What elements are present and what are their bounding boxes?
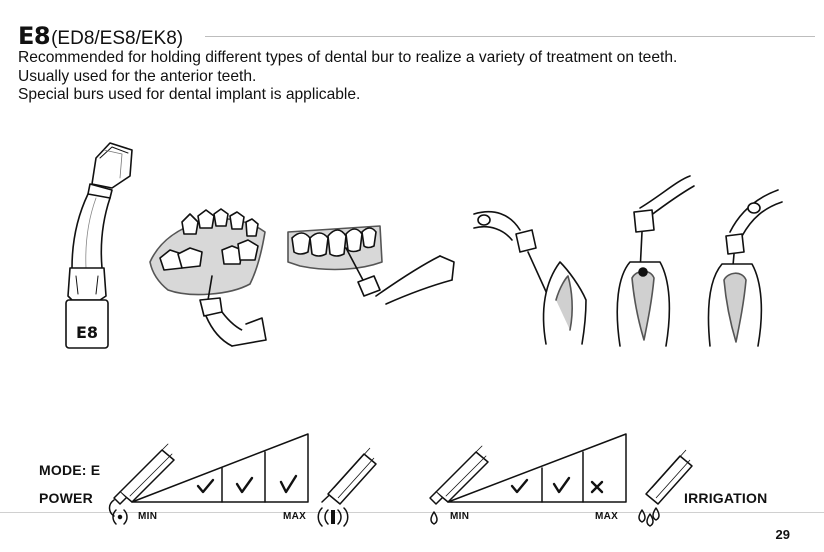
power-max-label: MAX (283, 511, 307, 522)
handpiece-icon (108, 443, 175, 517)
power-label: POWER (39, 490, 93, 506)
title-divider (205, 36, 815, 37)
power-level-2-check-icon (235, 476, 254, 494)
tooth-section-3-illustration (707, 189, 783, 347)
tooth-section-1-illustration (473, 210, 587, 345)
irrigation-max-label: MAX (595, 511, 619, 522)
title-row: E8 (ED8/ES8/EK8) (18, 22, 183, 50)
description-line-3: Special burs used for dental implant is … (18, 86, 361, 103)
upper-teeth-illustration (287, 225, 455, 305)
model-variants: (ED8/ES8/EK8) (51, 28, 184, 49)
handpiece-icon-power-max (327, 447, 377, 505)
water-drops-high-icon (638, 507, 660, 527)
description-line-2: Usually used for the anterior teeth. (18, 67, 257, 85)
handpiece-icon (429, 445, 489, 505)
description-line-1: Recommended for holding different types … (18, 49, 678, 66)
power-level-1-check-icon (196, 478, 215, 494)
irrigation-min-label: MIN (450, 511, 470, 522)
irrigation-label: IRRIGATION (680, 490, 768, 506)
illustrations: E8 (65, 142, 783, 349)
irrigation-level-1-check-icon (510, 478, 529, 494)
mode-label: MODE: E (39, 462, 101, 478)
description: Recommended for holding different types … (18, 49, 677, 105)
lower-jaw-illustration (149, 208, 267, 347)
vibration-high-icon (317, 507, 349, 527)
tip-engraving: E8 (76, 323, 98, 342)
tooth-section-2-illustration (616, 175, 695, 347)
irrigation-level-3-cross-icon (590, 480, 604, 494)
page-number: 29 (775, 527, 790, 542)
tip-illustration: E8 (65, 142, 133, 349)
power-min-label: MIN (138, 511, 158, 522)
irrigation-scale (429, 433, 660, 527)
footer-divider (0, 512, 824, 513)
irrigation-level-2-check-icon (552, 476, 571, 494)
handpiece-icon-irrigation-max (645, 449, 693, 505)
water-drop-low-icon (430, 511, 438, 525)
model-code: E8 (18, 22, 51, 50)
power-level-3-check-icon (279, 474, 298, 494)
vibration-low-icon (112, 509, 128, 525)
